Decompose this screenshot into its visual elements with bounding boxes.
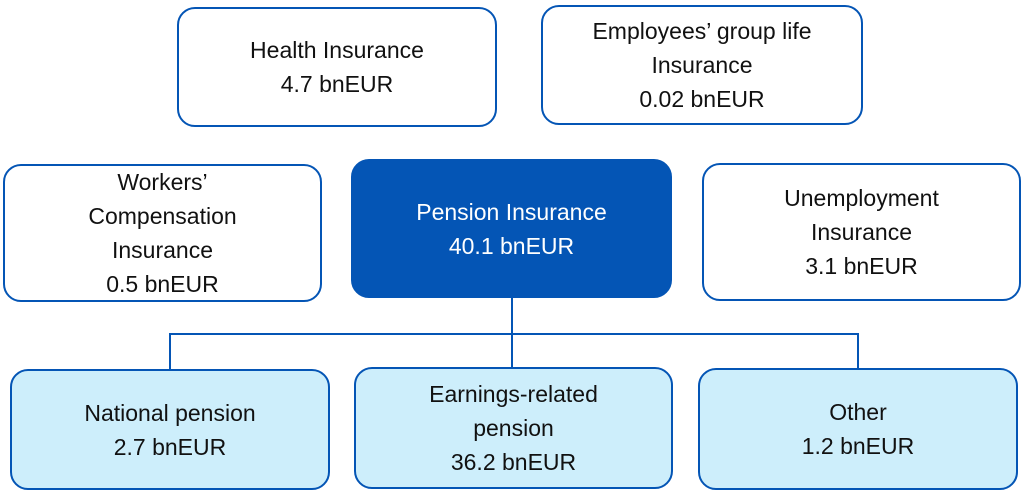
- box-label: Compensation: [88, 203, 237, 229]
- group-life-insurance-box: Employees’ group life Insurance 0.02 bnE…: [541, 5, 863, 125]
- box-label: Insurance: [111, 237, 213, 263]
- box-label: Insurance: [810, 219, 912, 245]
- national-pension-box: National pension 2.7 bnEUR: [10, 369, 330, 490]
- connector-line: [169, 333, 859, 335]
- box-value: 36.2 bnEUR: [450, 449, 577, 475]
- box-value: 0.5 bnEUR: [106, 271, 219, 297]
- health-insurance-box: Health Insurance 4.7 bnEUR: [177, 7, 497, 127]
- box-label: Earnings-related: [429, 381, 598, 407]
- box-label: Unemployment: [784, 185, 939, 211]
- box-label: Employees’ group life: [592, 18, 812, 44]
- box-label: Pension Insurance: [416, 198, 607, 225]
- box-value: 3.1 bnEUR: [805, 253, 918, 279]
- box-label: National pension: [84, 399, 256, 426]
- connector-line: [169, 333, 171, 370]
- connector-line: [857, 333, 859, 370]
- box-value: 2.7 bnEUR: [113, 433, 227, 460]
- box-label: Other: [829, 399, 887, 425]
- earnings-related-pension-box: Earnings-related pension 36.2 bnEUR: [354, 367, 673, 489]
- box-label: Workers’: [117, 169, 208, 195]
- box-value: 0.02 bnEUR: [639, 86, 765, 112]
- pension-insurance-box: Pension Insurance 40.1 bnEUR: [351, 159, 672, 298]
- other-pension-box: Other 1.2 bnEUR: [698, 368, 1018, 490]
- box-value: 40.1 bnEUR: [448, 232, 575, 259]
- workers-compensation-box: Workers’ Compensation Insurance 0.5 bnEU…: [3, 164, 322, 302]
- box-value: 4.7 bnEUR: [280, 71, 394, 97]
- box-label: Health Insurance: [250, 37, 424, 63]
- box-label: pension: [473, 415, 554, 441]
- unemployment-insurance-box: Unemployment Insurance 3.1 bnEUR: [702, 163, 1021, 301]
- box-label: Insurance: [651, 52, 753, 78]
- box-value: 1.2 bnEUR: [801, 433, 915, 459]
